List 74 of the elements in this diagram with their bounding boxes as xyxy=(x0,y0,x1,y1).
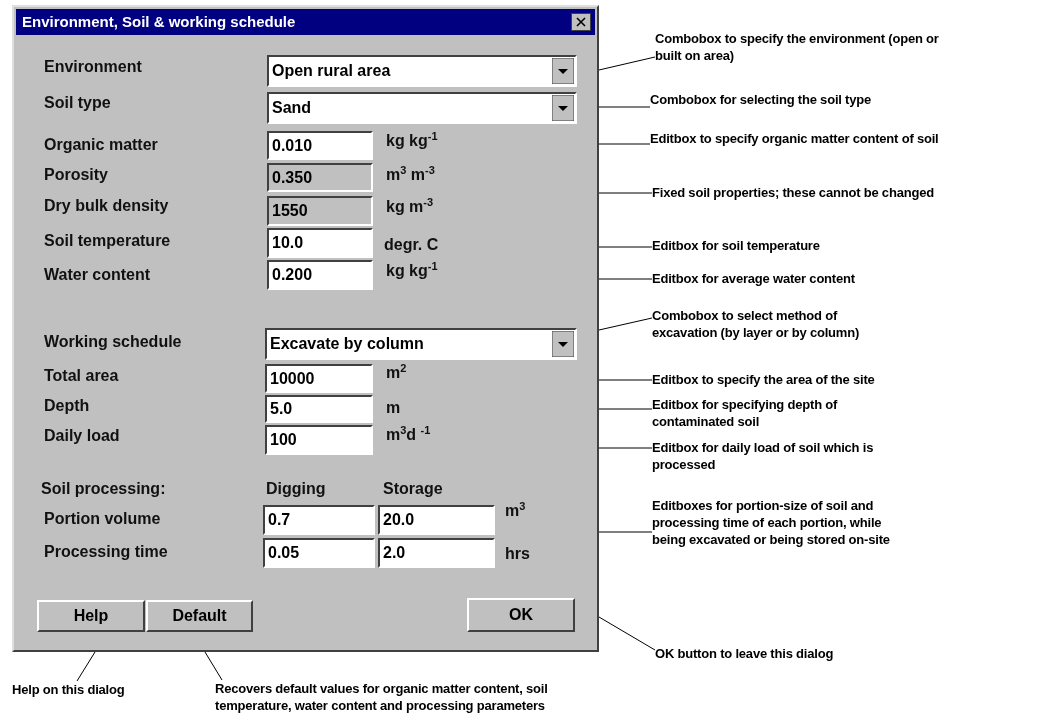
unit-label: kg kg$^{-1}$ xyxy=(386,130,438,151)
leader-line xyxy=(598,106,651,108)
dropdown-field: Excavate by column xyxy=(265,328,577,360)
leader-line xyxy=(598,408,653,410)
unit-label: m xyxy=(386,399,401,417)
leader-line xyxy=(598,278,653,280)
input-field: 5.0 xyxy=(265,395,373,423)
annotation-text: Editbox for specifying depth of contaminated soil xyxy=(652,396,912,436)
leader-line xyxy=(598,379,653,381)
input-field: 10000 xyxy=(265,364,373,393)
input-field: 10.0 xyxy=(267,228,373,258)
unit-label: kg m$^{-3}$ xyxy=(386,196,434,217)
button: Help xyxy=(37,600,145,632)
leader-line xyxy=(598,616,656,651)
input-field: 0.010 xyxy=(267,131,373,160)
unit-label: kg kg$^{-1}$ xyxy=(386,260,438,281)
leader-line xyxy=(598,246,653,248)
annotation-text: Editbox for daily load of soil which is processed xyxy=(652,439,917,479)
button: OK xyxy=(467,598,575,632)
annotation-text: Recovers default values for organic matter content, soil temperature, water content and processing parameters xyxy=(215,680,585,720)
input-field: 0.05 xyxy=(263,538,375,568)
readonly-field: 0.350 xyxy=(267,163,373,192)
field-label: Total area xyxy=(44,367,119,385)
leader-line xyxy=(598,317,653,331)
column-header: Storage xyxy=(383,480,443,498)
annotation-text: Editbox to specify organic matter content of soil xyxy=(650,130,980,170)
field-label: Organic matter xyxy=(44,136,158,154)
dialog-window xyxy=(12,5,599,652)
leader-line xyxy=(598,531,653,533)
readonly-field: 1550 xyxy=(267,196,373,226)
unit-label: m$^{3}$d $^{-1}$ xyxy=(386,424,431,445)
leader-line xyxy=(598,192,653,194)
annotation-text: Editbox to specify the area of the site xyxy=(652,371,982,391)
annotation-text: Editboxes for portion-size of soil and processing time of each portion, while being excavated or being stored on-site xyxy=(652,497,907,573)
annotation-text: Editbox for soil temperature xyxy=(652,237,952,257)
field-label: Processing time xyxy=(44,543,168,561)
input-field: 0.200 xyxy=(267,260,373,290)
field-label: Portion volume xyxy=(44,510,161,528)
unit-label: m$^{3}$ xyxy=(505,500,526,521)
field-label: Soil type xyxy=(44,94,111,112)
field-label: Porosity xyxy=(44,166,108,184)
leader-line xyxy=(598,447,653,449)
leader-line xyxy=(204,651,223,681)
button: Default xyxy=(146,600,253,632)
input-field: 2.0 xyxy=(378,538,495,568)
title-bar: Environment, Soil & working schedule xyxy=(16,9,595,35)
section-heading: Soil processing: xyxy=(41,480,166,498)
annotation-text: Editbox for average water content xyxy=(652,270,952,290)
dropdown-field: Open rural area xyxy=(267,55,577,87)
input-field: 100 xyxy=(265,425,373,455)
annotation-text: Combobox to select method of excavation (by layer or by column) xyxy=(652,307,902,347)
input-field: 20.0 xyxy=(378,505,495,535)
leader-line xyxy=(598,56,656,71)
dropdown-field: Sand xyxy=(267,92,577,124)
field-label: Soil temperature xyxy=(44,232,171,250)
annotation-text: OK button to leave this dialog xyxy=(655,645,955,665)
annotation-text: Fixed soil properties; these cannot be changed xyxy=(652,184,1048,204)
leader-line xyxy=(598,143,651,145)
leader-line xyxy=(76,651,96,682)
field-label: Dry bulk density xyxy=(44,197,169,215)
field-label: Working schedule xyxy=(44,333,182,351)
annotation-text: Combobox to specify the environment (open or built on area) xyxy=(655,30,945,70)
field-label: Water content xyxy=(44,266,151,284)
input-field: 0.7 xyxy=(263,505,375,535)
field-label: Daily load xyxy=(44,427,120,445)
unit-label: hrs xyxy=(505,545,530,563)
unit-label: degr. C xyxy=(384,236,439,254)
unit-label: m$^{2}$ xyxy=(386,362,407,383)
field-label: Depth xyxy=(44,397,90,415)
unit-label: m$^{3}$ m$^{-3}$ xyxy=(386,164,435,185)
column-header: Digging xyxy=(266,480,326,498)
annotation-text: Combobox for selecting the soil type xyxy=(650,91,895,131)
field-label: Environment xyxy=(44,58,142,76)
annotation-text: Help on this dialog xyxy=(12,681,192,701)
